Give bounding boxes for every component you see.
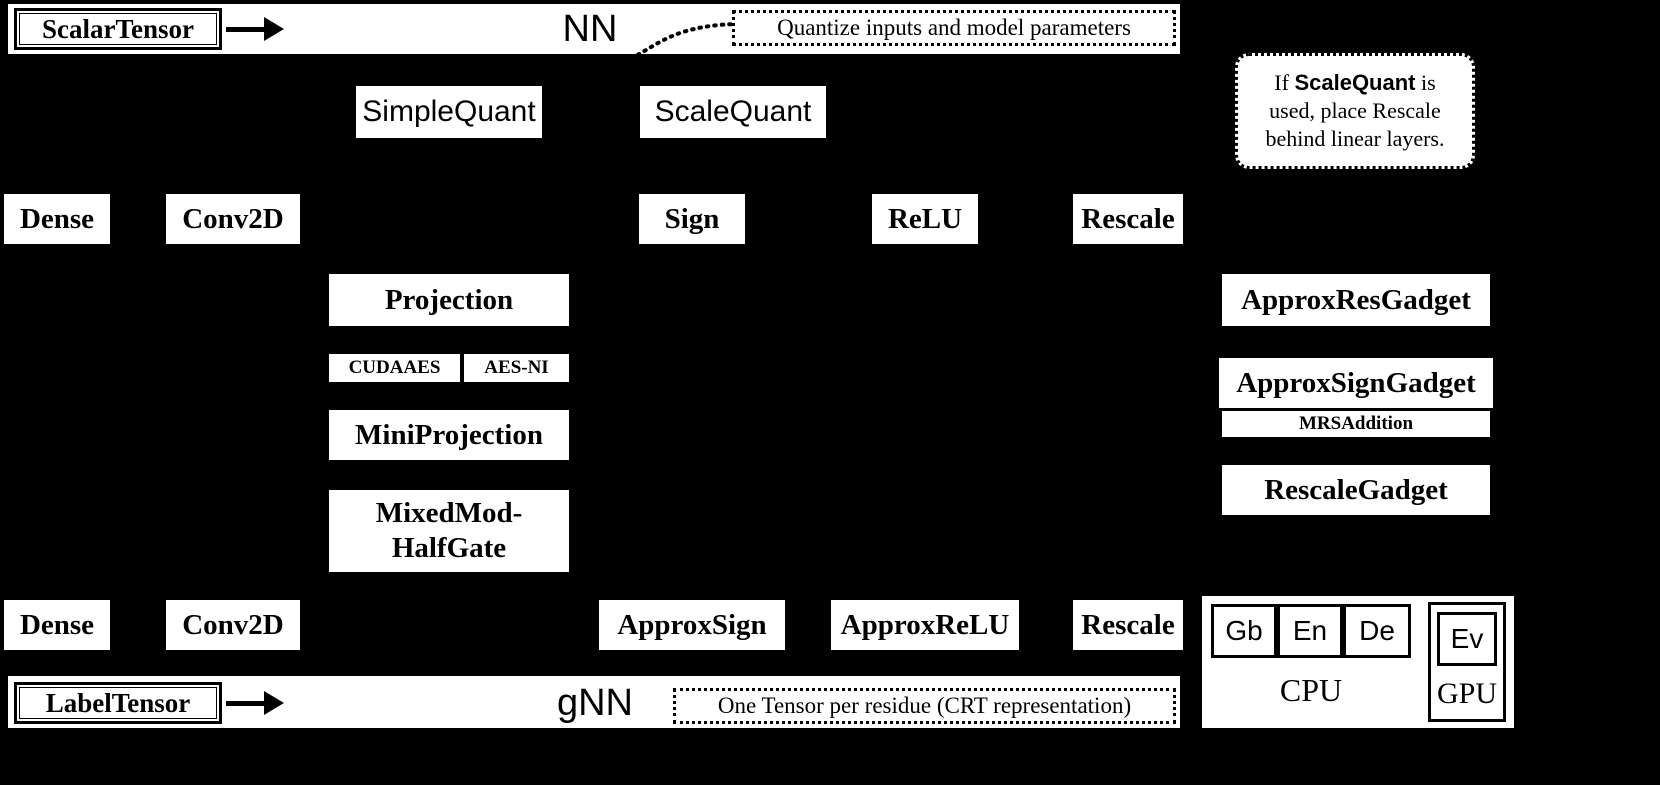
gnn-op-approx-relu[interactable]: ApproxReLU [831, 600, 1019, 650]
label-tensor-arrow-icon [226, 691, 284, 715]
approx-sign-gadget-box[interactable]: ApproxSignGadget [1219, 358, 1493, 408]
gnn-op-approx-sign[interactable]: ApproxSign [599, 600, 785, 650]
gnn-op-dense[interactable]: Dense [4, 600, 110, 650]
nn-op-rescale[interactable]: Rescale [1073, 194, 1183, 244]
nn-op-conv2d[interactable]: Conv2D [166, 194, 300, 244]
cpu-unit-gb[interactable]: Gb [1211, 604, 1277, 658]
crt-callout: One Tensor per residue (CRT representati… [673, 688, 1176, 724]
gnn-op-rescale[interactable]: Rescale [1073, 600, 1183, 650]
scalequant-note-line3: behind linear layers. [1265, 125, 1445, 151]
nn-label: NN [562, 7, 618, 50]
mixed-mod-halfgate-line1: MixedMod- [375, 496, 523, 529]
cpu-unit-de[interactable]: De [1343, 604, 1411, 658]
cpu-label: CPU [1279, 671, 1343, 708]
simple-quant-box[interactable]: SimpleQuant [356, 86, 542, 138]
gpu-unit-ev[interactable]: Ev [1437, 612, 1497, 666]
backend-cudaaes-box[interactable]: CUDAAES [329, 354, 460, 382]
label-tensor-label: LabelTensor [45, 687, 191, 718]
scalar-tensor-label: ScalarTensor [41, 13, 194, 44]
gpu-label: GPU [1436, 677, 1497, 710]
scale-quant-box[interactable]: ScaleQuant [640, 86, 826, 138]
projection-box[interactable]: Projection [329, 274, 569, 326]
mixed-mod-halfgate-line2: HalfGate [391, 532, 507, 564]
backend-aes-ni-box[interactable]: AES-NI [464, 354, 569, 382]
gnn-label: gNN [556, 681, 634, 724]
scalequant-note-line1: If ScaleQuant is [1274, 70, 1436, 96]
scalequant-note-line2: used, place Rescale [1269, 98, 1441, 124]
nn-op-sign[interactable]: Sign [639, 194, 745, 244]
nn-op-dense[interactable]: Dense [4, 194, 110, 244]
nn-op-relu[interactable]: ReLU [872, 194, 978, 244]
rescale-gadget-box[interactable]: RescaleGadget [1222, 465, 1490, 515]
approx-res-gadget-box[interactable]: ApproxResGadget [1222, 274, 1490, 326]
scalequant-note: If ScaleQuant is used, place Rescale beh… [1235, 53, 1475, 169]
gnn-op-conv2d[interactable]: Conv2D [166, 600, 300, 650]
quantize-callout-leader-icon [622, 22, 748, 62]
quantize-callout: Quantize inputs and model parameters [732, 10, 1176, 46]
mixed-mod-halfgate-box[interactable]: MixedMod- HalfGate [329, 490, 569, 572]
scalar-tensor-chip[interactable]: ScalarTensor [14, 8, 222, 50]
label-tensor-chip[interactable]: LabelTensor [14, 682, 222, 724]
mrs-addition-box[interactable]: MRSAddition [1222, 411, 1490, 437]
scalequant-note-highlight: ScaleQuant [1294, 70, 1416, 96]
mini-projection-box[interactable]: MiniProjection [329, 410, 569, 460]
cpu-unit-en[interactable]: En [1277, 604, 1343, 658]
scalar-tensor-arrow-icon [226, 17, 284, 41]
